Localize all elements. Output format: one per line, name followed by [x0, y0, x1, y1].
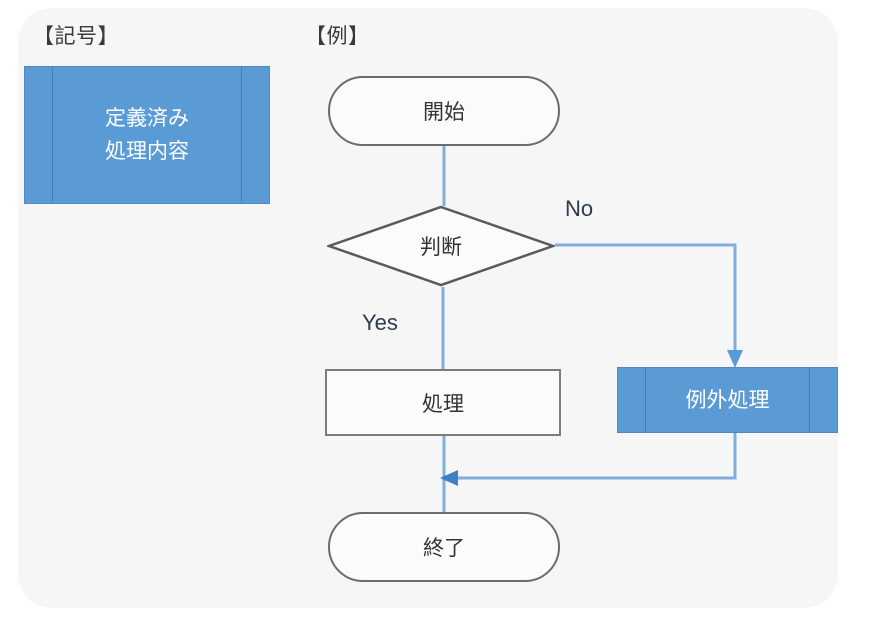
section-heading-example: 【例】: [305, 24, 370, 48]
node-process-label: 処理: [422, 391, 464, 416]
node-exception-label: 例外処理: [685, 387, 770, 412]
legend-label: 定義済み 処理内容: [105, 102, 189, 167]
node-decision-label: 判断: [420, 235, 462, 259]
node-start-label: 開始: [423, 100, 465, 124]
node-decision: 判断: [327, 205, 555, 287]
node-process: 処理: [325, 369, 561, 436]
edge-label-yes: Yes: [362, 310, 398, 335]
edge-label-no: No: [565, 196, 594, 221]
node-start: 開始: [328, 76, 560, 146]
node-end: 終了: [328, 512, 560, 582]
node-exception: 例外処理: [617, 367, 838, 433]
legend-label-line1: 定義済み: [105, 106, 189, 131]
predefined-divider-left: [52, 67, 53, 203]
section-heading-symbol: 【記号】: [33, 24, 119, 48]
exception-divider-right: [809, 368, 810, 432]
legend-label-line2: 処理内容: [105, 139, 189, 163]
decision-diamond-shape: [327, 205, 555, 287]
legend-predefined-process-symbol: 定義済み 処理内容: [24, 66, 270, 204]
exception-divider-left: [645, 368, 646, 432]
predefined-divider-right: [241, 67, 242, 203]
node-end-label: 終了: [423, 536, 465, 560]
